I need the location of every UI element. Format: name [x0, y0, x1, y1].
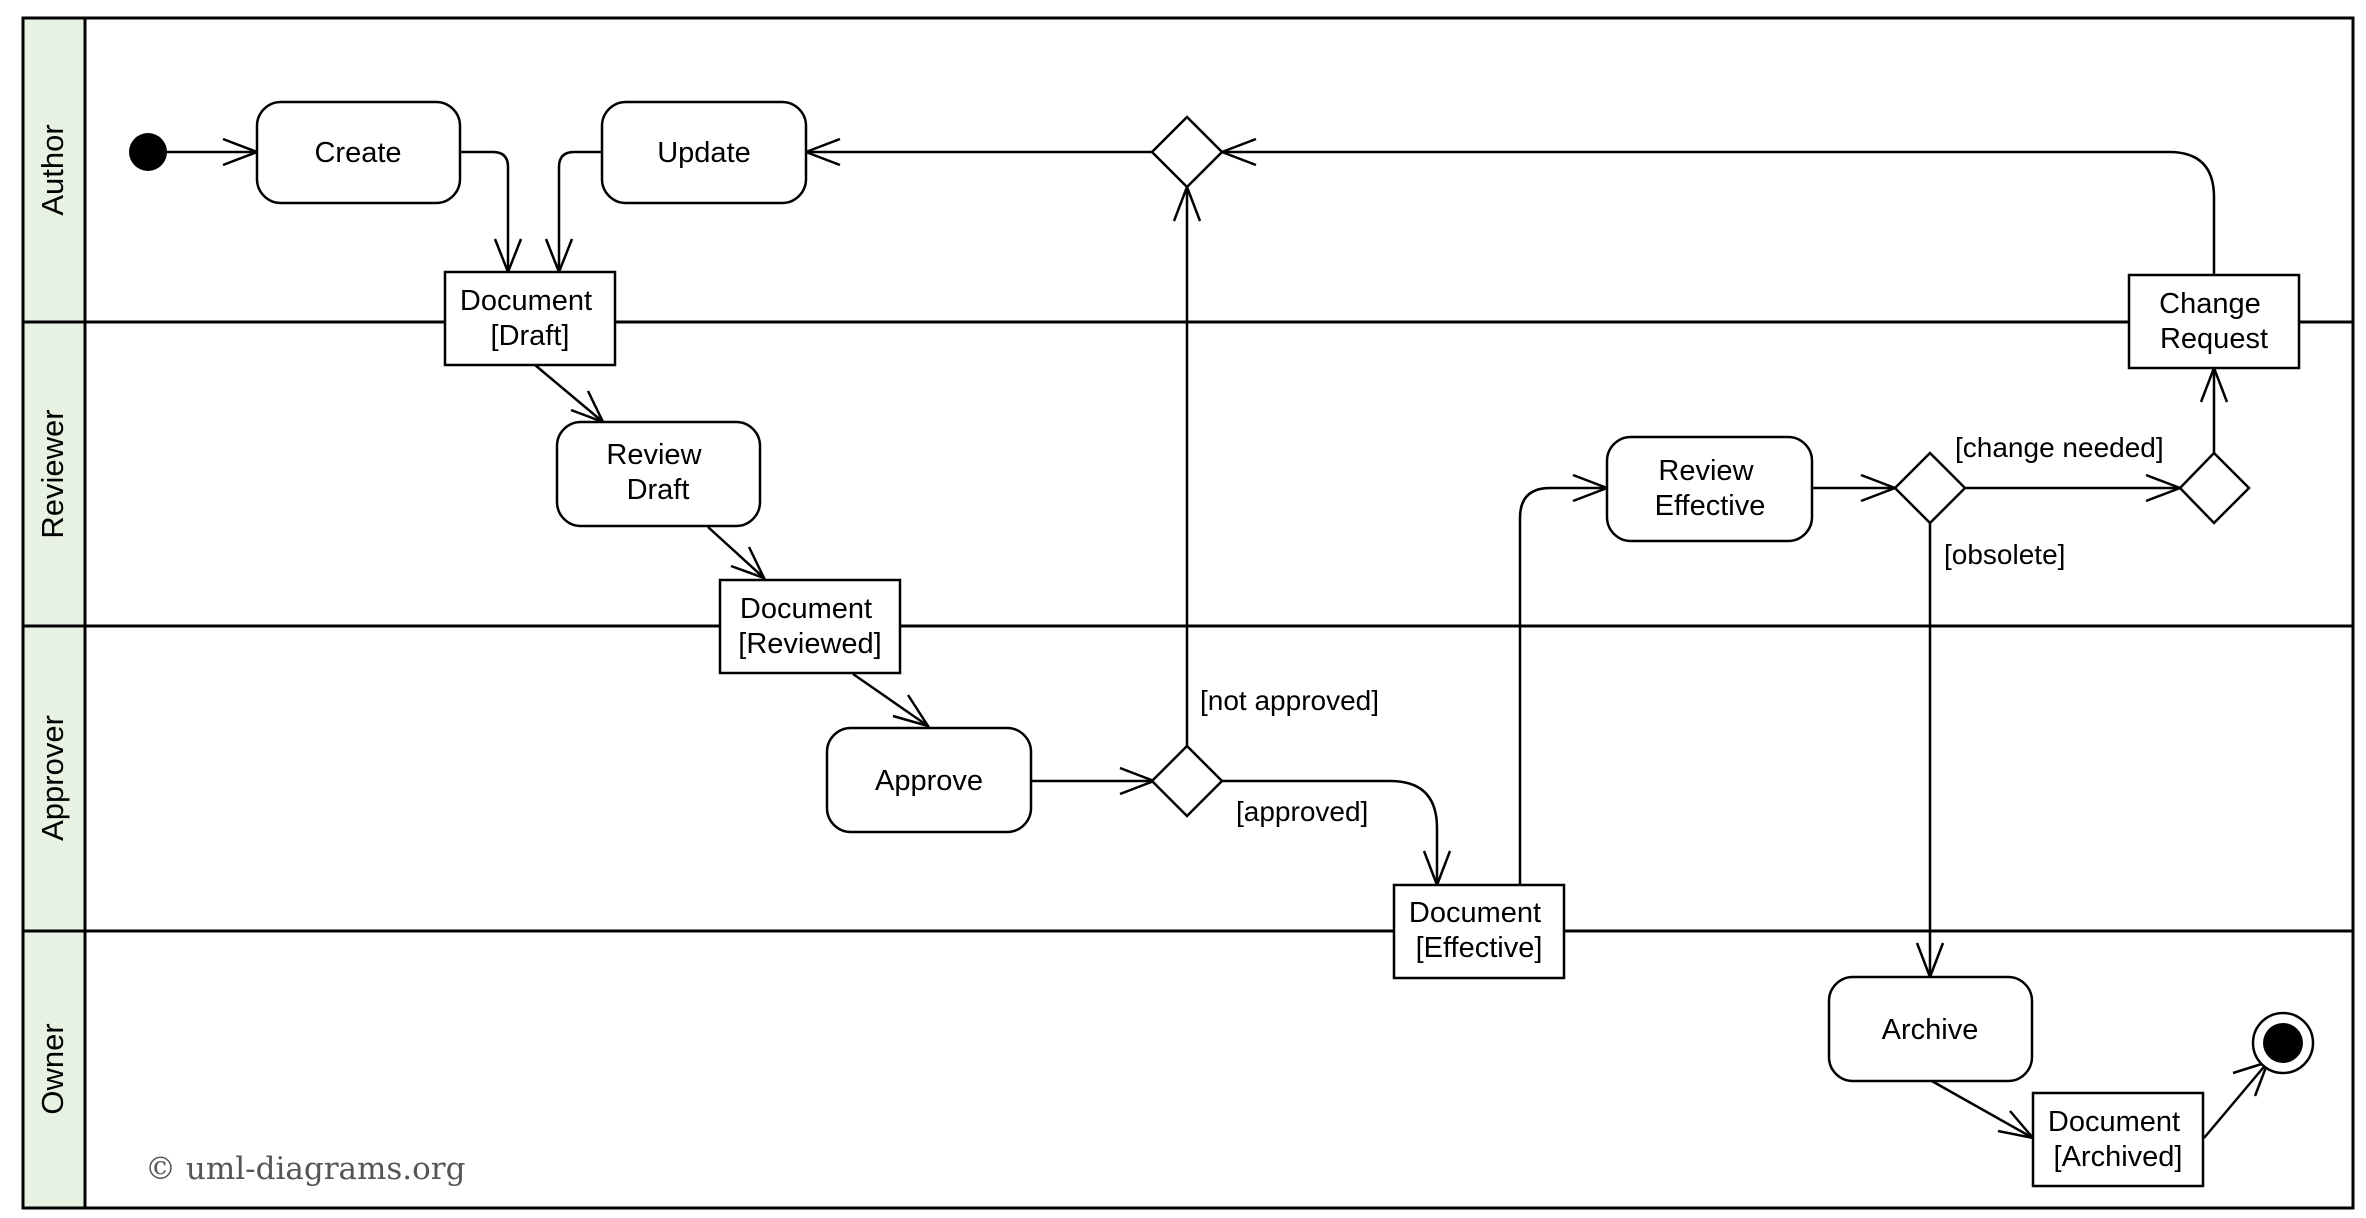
- action-archive-label: Archive: [1882, 1014, 1979, 1046]
- flow-change-request-to-author-merge: [1222, 150, 2216, 275]
- guard-change-needed: [change needed]: [1955, 432, 2164, 463]
- action-review-draft-label: Review Draft: [606, 439, 709, 506]
- object-document-draft-label: Document [Draft]: [460, 285, 600, 352]
- watermark: © uml-diagrams.org: [145, 1151, 465, 1187]
- action-review-effective-label: Review Effective: [1655, 455, 1766, 522]
- object-document-archived-label: Document [Archived]: [2048, 1106, 2188, 1173]
- decision-node-approval: [1150, 744, 1224, 818]
- merge-node-change: [2178, 451, 2251, 525]
- final-node: [2251, 1011, 2315, 1075]
- action-approve-label: Approve: [875, 765, 983, 797]
- object-document-effective-label: Document [Effective]: [1409, 897, 1549, 964]
- object-document-archived: Document [Archived]: [2031, 1091, 2205, 1188]
- object-document-effective: Document [Effective]: [1392, 883, 1566, 980]
- lane-label-author: Author: [35, 124, 70, 215]
- diagram-frame: [21, 16, 2355, 1210]
- object-change-request: Change Request: [2127, 273, 2301, 370]
- arrowhead-reviewed: [730, 546, 767, 581]
- action-create: Create: [255, 100, 462, 205]
- guard-obsolete: [obsolete]: [1944, 539, 2065, 570]
- guard-not-approved: [not approved]: [1200, 685, 1379, 716]
- lane-label-reviewer: Reviewer: [35, 409, 70, 538]
- swimlanes: Author Reviewer Approver Owner: [21, 16, 2355, 1210]
- flow-reviewed-to-approve: [852, 672, 929, 728]
- merge-node-author: [1150, 115, 1224, 189]
- object-change-request-label: Change Request: [2159, 288, 2269, 355]
- action-review-draft: Review Draft: [555, 420, 762, 528]
- flow-review-draft-to-reviewed: [707, 526, 765, 579]
- lane-header-column: [23, 18, 85, 1208]
- flow-approved: [1222, 779, 1439, 885]
- object-document-draft: Document [Draft]: [443, 270, 617, 367]
- arrowhead-approve: [892, 694, 931, 729]
- action-approve: Approve: [825, 726, 1033, 834]
- action-create-label: Create: [314, 137, 401, 169]
- guard-approved: [approved]: [1236, 796, 1368, 827]
- lane-label-approver: Approver: [35, 715, 70, 841]
- decision-node-review: [1893, 451, 1967, 525]
- initial-node: [129, 133, 167, 171]
- flow-archive-to-archived: [1929, 1078, 2034, 1140]
- flow-archived-to-final: [2203, 1061, 2269, 1139]
- object-document-reviewed-label: Document [Reviewed]: [738, 593, 881, 660]
- flow-update-to-draft: [557, 150, 602, 272]
- action-archive: Archive: [1827, 975, 2034, 1083]
- lane-label-owner: Owner: [35, 1023, 70, 1114]
- action-review-effective: Review Effective: [1605, 435, 1814, 543]
- flow-create-to-draft: [460, 150, 510, 272]
- object-document-reviewed: Document [Reviewed]: [718, 578, 902, 675]
- action-update-label: Update: [657, 137, 751, 169]
- flow-draft-to-review-draft: [534, 364, 604, 423]
- flow-effective-to-review-effective: [1518, 486, 1607, 885]
- action-update: Update: [600, 100, 808, 205]
